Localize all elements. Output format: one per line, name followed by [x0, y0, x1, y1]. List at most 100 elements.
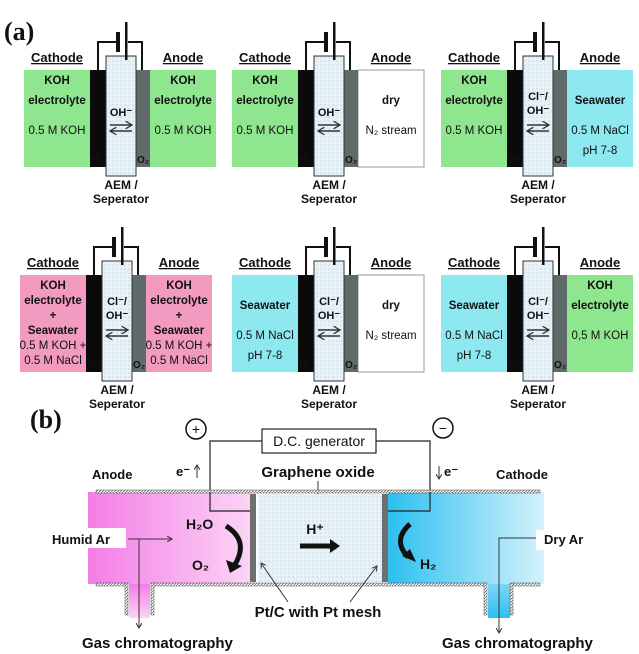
battery-icon	[533, 237, 537, 257]
minus-terminal-icon	[432, 417, 454, 439]
water-oxidation-arrow-icon	[224, 523, 243, 568]
circuit-wire	[209, 440, 431, 511]
ion-label: Cl⁻/	[107, 296, 127, 308]
membrane	[522, 55, 554, 177]
cathode-line: 0.5 M KOH +	[20, 340, 87, 352]
h2-label: H₂	[92, 155, 104, 166]
anode-line: dry	[382, 300, 401, 312]
circuit-wire	[305, 41, 351, 70]
ion-label: OH⁻	[318, 310, 341, 322]
ion-label: OH⁻	[318, 107, 341, 119]
anode-line: 0.5 M NaCl	[150, 355, 208, 367]
anode-line: Seawater	[154, 325, 205, 337]
anode-line: KOH	[166, 280, 192, 292]
o2-label: O₂	[345, 360, 357, 371]
battery-icon	[324, 32, 328, 52]
cathode-line: KOH	[252, 75, 278, 87]
anode-chamber	[357, 274, 425, 373]
cathode-chamber	[441, 70, 507, 167]
membrane-label: AEM /	[312, 178, 346, 192]
anode-title: Anode	[163, 50, 203, 65]
gc-left-label: Gas chromatography	[82, 635, 234, 652]
cathode-line: 0.5 M NaCl	[236, 330, 294, 342]
cathode-label: Cathode	[496, 467, 548, 482]
anode-line: Seawater	[575, 95, 626, 107]
membrane-label: Seperator	[301, 192, 357, 206]
ion-label: OH⁻	[110, 107, 133, 119]
cathode-chamber	[20, 275, 86, 372]
cathode-line: Seawater	[449, 300, 500, 312]
ion-label: Cl⁻/	[528, 91, 548, 103]
anode-line: 0.5 M NaCl	[571, 125, 629, 137]
cathode-electrode	[382, 494, 388, 582]
membrane-label: AEM /	[104, 178, 138, 192]
anode-chamber	[567, 70, 633, 167]
cathode-chamber	[232, 275, 298, 372]
ion-label: Cl⁻/	[528, 296, 548, 308]
graphene-oxide-membrane	[258, 494, 382, 582]
anode-electrode	[553, 275, 567, 372]
dc-generator-box	[261, 428, 377, 454]
h2-label: H₂	[509, 360, 521, 371]
membrane-label: AEM /	[100, 383, 134, 397]
membrane	[101, 260, 133, 382]
anode-line: +	[176, 310, 183, 322]
cathode-title: Cathode	[27, 255, 79, 270]
ion-label: OH⁻	[527, 105, 550, 117]
h2-label: H₂	[300, 155, 312, 166]
cathode-line: pH 7-8	[248, 350, 283, 362]
cathode-line: Seawater	[240, 300, 291, 312]
battery-icon	[112, 237, 116, 257]
o2-label: O₂	[554, 155, 566, 166]
dry-ar-label: Dry Ar	[544, 532, 583, 547]
ptc-label: Pt/C with Pt mesh	[255, 604, 382, 621]
minus-sign: −	[439, 420, 447, 436]
anode-line: KOH	[170, 75, 196, 87]
plus-terminal-icon	[185, 418, 207, 440]
anode-line: KOH	[587, 280, 613, 292]
cathode-line: 0.5 M NaCl	[445, 330, 503, 342]
cathode-electrode	[507, 275, 523, 372]
anode-title: Anode	[159, 255, 199, 270]
h2-label: H₂	[420, 556, 436, 572]
anode-line: 0,5 M KOH	[572, 330, 629, 342]
anode-line: electrolyte	[571, 300, 629, 312]
circuit-wire	[514, 41, 560, 70]
cathode-title: Cathode	[31, 50, 83, 65]
h2-label: H₂	[88, 360, 100, 371]
cathode-gc-arrow	[499, 537, 536, 633]
ion-label: Cl⁻/	[319, 296, 339, 308]
o2-label: O₂	[345, 155, 357, 166]
cathode-line: electrolyte	[24, 295, 82, 307]
membrane	[522, 260, 554, 382]
anode-line: dry	[382, 95, 401, 107]
gc-right-label: Gas chromatography	[442, 635, 594, 652]
graphene-oxide-label: Graphene oxide	[261, 464, 374, 481]
plus-sign: +	[192, 421, 200, 437]
battery-icon	[324, 237, 328, 257]
circuit-wire	[305, 246, 351, 275]
cathode-line: 0.5 M KOH	[237, 125, 294, 137]
cathode-line: pH 7-8	[457, 350, 492, 362]
anode-title: Anode	[580, 255, 620, 270]
cathode-line: KOH	[40, 280, 66, 292]
cathode-title: Cathode	[239, 50, 291, 65]
cathode-title: Cathode	[448, 50, 500, 65]
anode-electrode	[344, 70, 358, 167]
anode-chamber	[357, 69, 425, 168]
ptc-arrow-left	[261, 563, 289, 603]
cathode-electrode	[298, 275, 314, 372]
panel-a-label: (a)	[4, 17, 34, 46]
cathode-title: Cathode	[239, 255, 291, 270]
membrane-label: Seperator	[301, 397, 357, 411]
membrane-label: Seperator	[93, 192, 149, 206]
anode-electrode	[250, 494, 256, 582]
cathode-line: 0.5 M KOH	[29, 125, 86, 137]
anode-electrode	[344, 275, 358, 372]
